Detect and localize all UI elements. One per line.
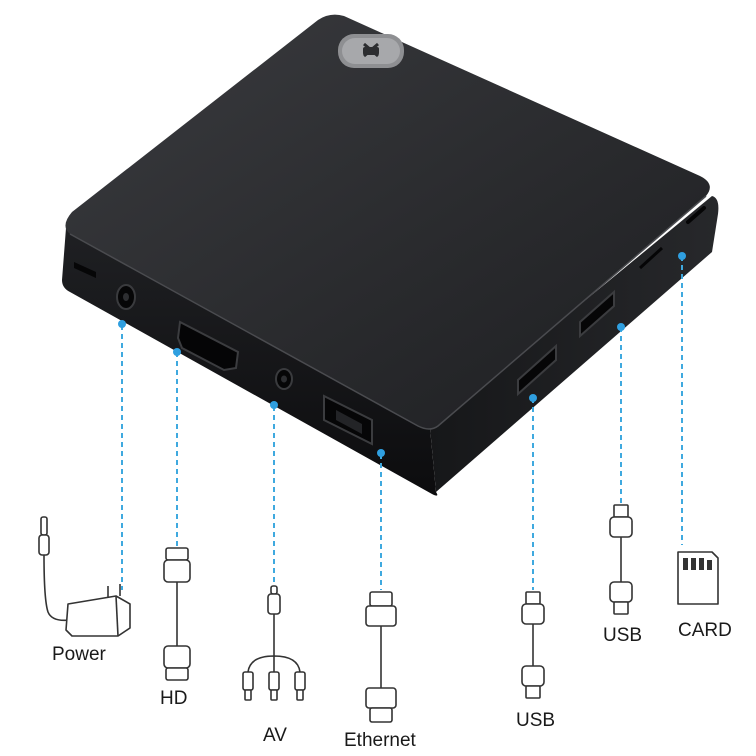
guide-dot-av xyxy=(270,401,278,409)
front-slot-left xyxy=(74,262,96,278)
power-adapter-icon xyxy=(38,516,131,637)
device-top-face xyxy=(65,14,710,430)
device-edge-highlight xyxy=(69,195,707,430)
card-slot xyxy=(638,246,664,270)
label-usb-front: USB xyxy=(516,710,556,731)
label-hd: HD xyxy=(160,688,188,709)
guide-dot-usb-side xyxy=(617,323,625,331)
guide-dot-usb-front xyxy=(529,394,537,402)
guide-dot-card xyxy=(678,252,686,260)
tv-box-device xyxy=(62,14,719,496)
label-power: Power xyxy=(52,644,106,665)
device-side-face xyxy=(430,196,719,492)
usb-cable-icon-side xyxy=(609,504,633,615)
usb-port-side xyxy=(579,289,615,339)
hdmi-cable-icon xyxy=(163,547,191,681)
guide-dot-hd xyxy=(173,348,181,356)
label-usb-side: USB xyxy=(603,625,643,646)
usb-cable-icon-front xyxy=(521,591,545,699)
android-logo-icon xyxy=(338,34,404,68)
guide-dot-ethernet xyxy=(377,449,385,457)
guide-dot-power xyxy=(118,320,126,328)
sd-card-icon xyxy=(677,551,719,605)
av-cable-icon xyxy=(242,585,306,701)
label-ethernet: Ethernet xyxy=(344,730,416,751)
power-port xyxy=(116,284,136,310)
hdmi-port xyxy=(176,320,240,372)
ethernet-cable-icon xyxy=(365,591,397,723)
ethernet-port xyxy=(323,394,373,446)
usb-port-front xyxy=(517,343,557,397)
label-av: AV xyxy=(263,725,287,746)
guide-lines xyxy=(121,256,683,590)
guide-dots xyxy=(118,252,686,457)
side-vent xyxy=(686,206,706,224)
av-port xyxy=(275,368,293,390)
label-card: CARD xyxy=(678,620,732,641)
